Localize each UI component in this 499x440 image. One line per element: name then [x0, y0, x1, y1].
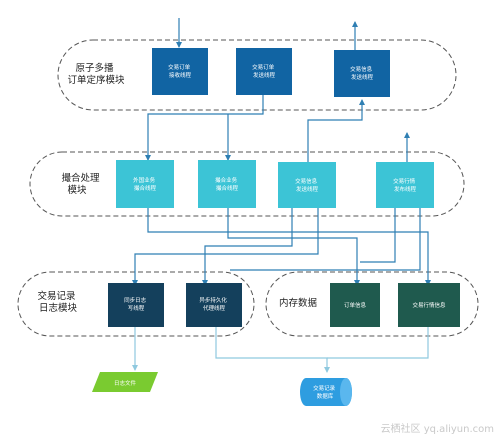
svg-text:订单信息: 订单信息 — [344, 301, 367, 309]
group-mem-container — [265, 271, 479, 337]
line-async-to-db — [215, 325, 330, 373]
line-send-order-to-match — [145, 95, 264, 161]
output-trade-db: 交易记录 数据库 — [300, 378, 352, 406]
svg-text:外国业务 撮合线程: 外国业务 撮合线程 — [133, 176, 157, 192]
group-order-label: 原子多播 订单定序模块 — [67, 62, 125, 86]
box-foreign-match: 外国业务 撮合线程 — [116, 160, 174, 208]
group-match-label: 撮合处理 模块 — [61, 172, 102, 196]
box-sync-log: 同步日志 写线程 — [108, 283, 164, 327]
bus-line-6 — [230, 208, 421, 271]
group-mem-label: 内存数据 — [279, 297, 318, 309]
svg-text:异步持久化 代理线程: 异步持久化 代理线程 — [199, 296, 228, 312]
box-send-info-top: 交易信息 发送线程 — [334, 50, 390, 97]
bus-line-4 — [132, 208, 319, 286]
svg-text:交易订单 发送线程: 交易订单 发送线程 — [252, 63, 276, 79]
box-send-info-mid: 交易信息 发送线程 — [278, 162, 336, 208]
group-log-label: 交易记录 日志模块 — [37, 290, 78, 314]
svg-text:日志文件: 日志文件 — [114, 379, 137, 387]
svg-text:撮合业务 撮合线程: 撮合业务 撮合线程 — [215, 176, 239, 192]
box-async-persist: 异步持久化 代理线程 — [186, 283, 242, 327]
group-match-container — [29, 151, 465, 217]
bus-line-3 — [202, 208, 293, 286]
box-recv-order: 交易订单 接收线程 — [152, 48, 208, 95]
box-send-order: 交易订单 发送线程 — [236, 48, 292, 95]
svg-text:交易行情信息: 交易行情信息 — [412, 301, 446, 309]
box-match-biz: 撮合业务 撮合线程 — [198, 160, 256, 208]
line-info-up — [307, 99, 365, 162]
box-quote-publish: 交易行情 发布线程 — [376, 162, 434, 208]
line-mem-to-db — [327, 325, 429, 359]
output-log-file: 日志文件 — [92, 372, 158, 392]
bus-line-1 — [147, 208, 431, 286]
svg-text:交易信息 发送线程: 交易信息 发送线程 — [350, 65, 374, 81]
watermark: 云栖社区 yq.aliyun.com — [381, 422, 494, 435]
svg-text:同步日志 写线程: 同步日志 写线程 — [124, 296, 148, 312]
bus-line-5 — [360, 208, 396, 263]
box-quote-info: 交易行情信息 — [398, 283, 460, 327]
svg-text:交易信息 发送线程: 交易信息 发送线程 — [295, 177, 319, 193]
group-order-container — [57, 39, 457, 111]
svg-text:交易行情 发布线程: 交易行情 发布线程 — [393, 177, 417, 193]
box-order-info: 订单信息 — [330, 283, 380, 327]
svg-text:交易订单 接收线程: 交易订单 接收线程 — [168, 63, 192, 79]
svg-text:交易记录 数据库: 交易记录 数据库 — [313, 384, 337, 400]
